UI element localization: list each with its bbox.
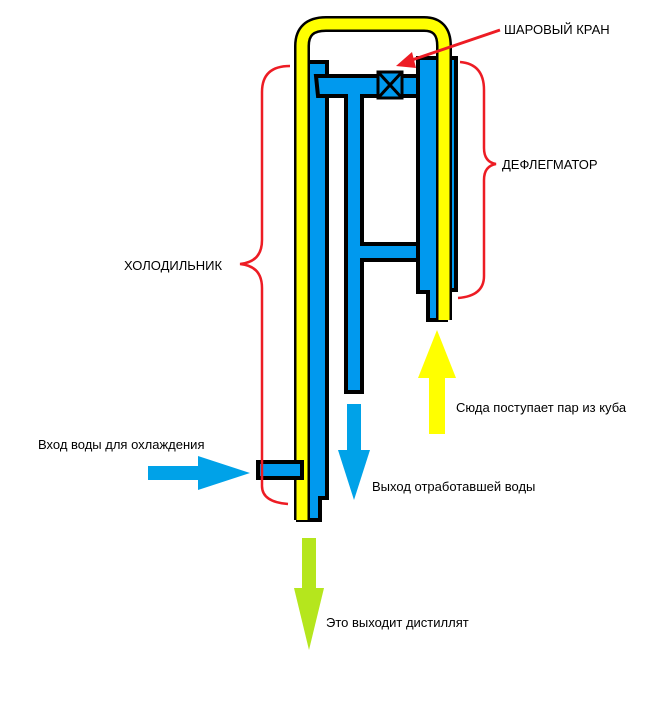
water-inlet-pipe <box>256 460 304 480</box>
water-outlet-arrow <box>338 404 370 500</box>
distillate-outlet-arrow <box>294 538 324 650</box>
water-inlet-arrow <box>148 456 250 490</box>
condenser-brace <box>239 64 291 506</box>
vapor-pipe <box>294 16 452 520</box>
label-vapor-inlet: Сюда поступает пар из куба <box>456 400 627 415</box>
label-water-outlet: Выход отработавшей воды <box>372 479 535 494</box>
vapor-inlet-arrow <box>418 330 456 434</box>
manifold-window <box>360 94 422 246</box>
ball-valve-icon <box>376 70 404 100</box>
label-water-inlet: Вход воды для охлаждения <box>38 437 204 452</box>
label-distillate-outlet: Это выходит дистиллят <box>326 615 469 630</box>
label-dephlegmator: ДЕФЛЕГМАТОР <box>502 157 598 172</box>
label-ball-valve: ШАРОВЫЙ КРАН <box>504 22 610 37</box>
water-manifold <box>313 74 428 394</box>
label-condenser: ХОЛОДИЛЬНИК <box>124 258 223 273</box>
dephlegmator-brace <box>457 60 497 300</box>
valve-pointer-arrow <box>396 28 501 68</box>
